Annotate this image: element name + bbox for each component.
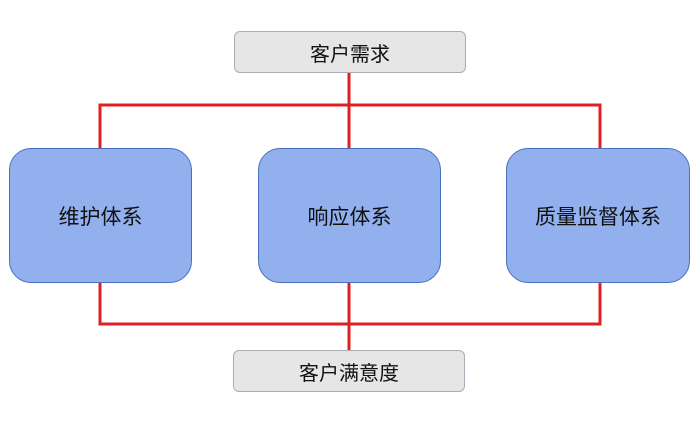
maintenance-system-label: 维护体系 — [58, 204, 143, 229]
quality-supervision-system-node: 质量监督体系 — [506, 148, 690, 283]
response-system-node: 响应体系 — [258, 148, 441, 283]
customer-satisfaction-label: 客户满意度 — [299, 360, 399, 385]
customer-demand-node: 客户需求 — [234, 31, 466, 73]
response-system-label: 响应体系 — [307, 204, 392, 229]
customer-satisfaction-node: 客户满意度 — [233, 350, 465, 392]
maintenance-system-node: 维护体系 — [9, 148, 192, 283]
customer-demand-label: 客户需求 — [310, 41, 390, 66]
quality-supervision-system-label: 质量监督体系 — [535, 204, 661, 229]
